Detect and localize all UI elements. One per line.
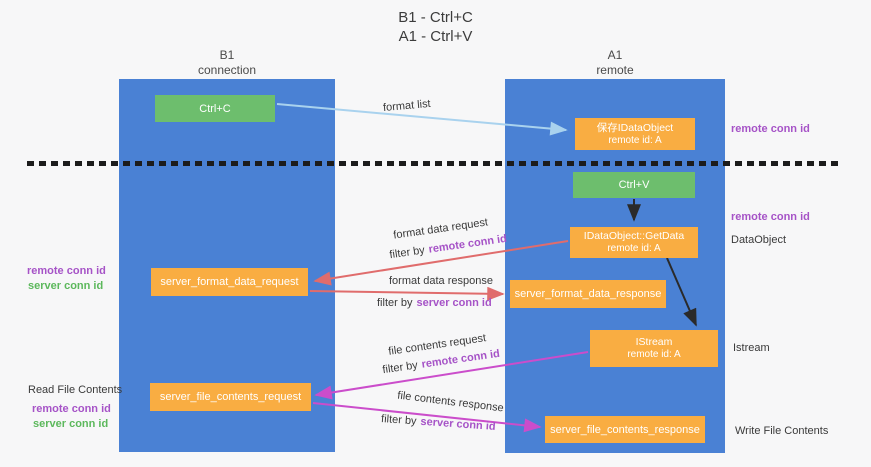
remote-conn-id-label-top-right: remote conn id — [731, 123, 810, 135]
istream-label: Istream — [733, 342, 770, 354]
dashed-separator — [27, 161, 838, 166]
read-file-contents-label: Read File Contents — [28, 384, 123, 396]
remote-conn-id-label-left-2: remote conn id — [32, 403, 111, 415]
filter-by-text: filter by — [388, 244, 426, 262]
istream-remote-id: remote id: A — [627, 349, 681, 360]
dataobject-label: DataObject — [731, 234, 787, 246]
remote-conn-id-label-left-1: remote conn id — [27, 265, 106, 277]
file-contents-response-label: file contents response — [396, 389, 505, 415]
filter-by-text: filter by — [381, 359, 419, 377]
right-lane-header: A1 remote — [505, 48, 725, 78]
getdata-box: IDataObject::GetData remote id: A — [570, 227, 698, 258]
istream-title: IStream — [635, 336, 673, 348]
save-dataobject-title: 保存IDataObject — [596, 121, 674, 134]
server-conn-id-text: server conn id — [416, 297, 492, 309]
server-conn-id-label-left-2: server conn id — [33, 418, 109, 430]
format-list-label: format list — [382, 97, 432, 115]
left-lane-subtitle: connection — [197, 63, 257, 77]
diagram-title-line2: A1 - Ctrl+V — [398, 28, 473, 45]
server-conn-id-text: server conn id — [420, 415, 496, 433]
write-file-contents-label: Write File Contents — [735, 425, 829, 437]
filter-by-text: filter by — [377, 297, 413, 309]
right-lane-name: A1 — [607, 48, 623, 62]
right-lane-subtitle: remote — [596, 63, 634, 77]
left-lane-name: B1 — [219, 48, 235, 62]
getdata-title: IDataObject::GetData — [583, 230, 685, 242]
filter-by-text: filter by — [380, 413, 417, 428]
server-format-data-response-box: server_format_data_response — [510, 280, 666, 308]
diagram-title-line1: B1 - Ctrl+C — [398, 9, 473, 26]
server-format-data-request-box: server_format_data_request — [151, 268, 308, 296]
remote-conn-id-text: remote conn id — [427, 232, 508, 256]
format-data-response-label: format data response — [389, 275, 493, 287]
save-dataobject-remote-id: remote id: A — [608, 134, 662, 146]
left-lane-header: B1 connection — [119, 48, 335, 78]
server-file-contents-response-box: server_file_contents_response — [545, 416, 705, 443]
save-dataobject-box: 保存IDataObject remote id: A — [575, 118, 695, 150]
ctrl-v-box: Ctrl+V — [573, 172, 695, 198]
getdata-remote-id: remote id: A — [607, 243, 661, 254]
istream-box: IStream remote id: A — [590, 330, 718, 367]
format-data-response-arrow — [309, 286, 505, 301]
server-conn-id-label-left-1: server conn id — [28, 280, 104, 292]
remote-conn-id-label-mid-right: remote conn id — [731, 211, 810, 223]
ctrl-c-box: Ctrl+C — [155, 95, 275, 122]
server-file-contents-request-box: server_file_contents_request — [150, 383, 311, 411]
